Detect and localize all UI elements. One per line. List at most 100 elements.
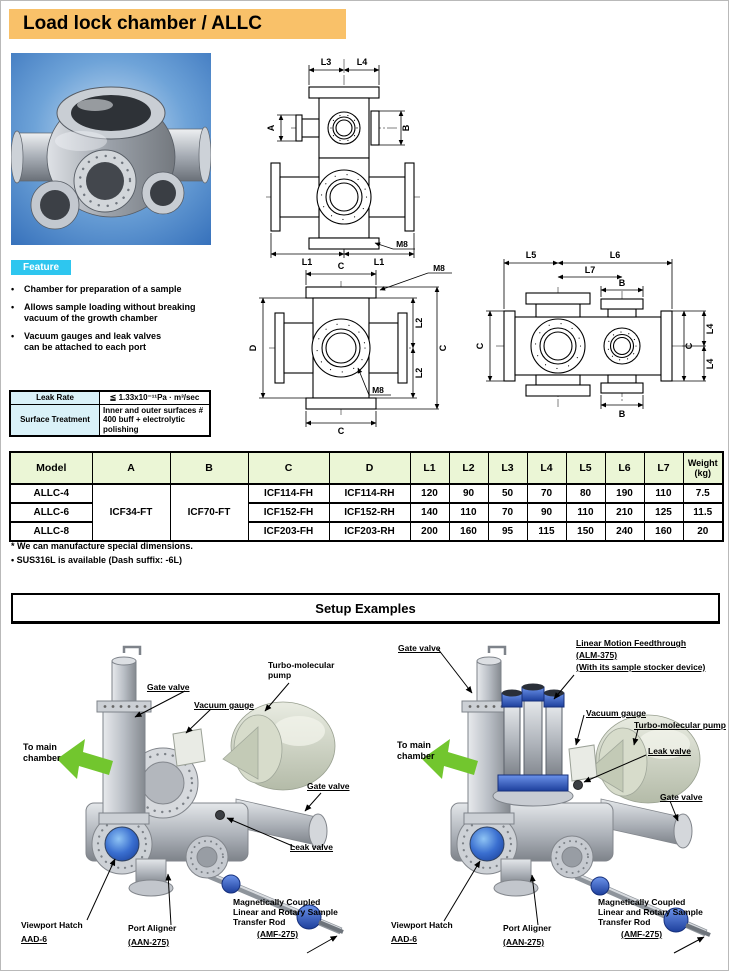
spec-header-cell: L4 [526, 451, 567, 485]
spec-header-cell: L3 [487, 451, 528, 485]
spec-cell: 110 [643, 483, 684, 504]
spec-header-cell: L6 [604, 451, 645, 485]
spec-cell: 50 [487, 483, 528, 504]
dim-label: C [438, 344, 448, 351]
gate-valve-arm-figure [600, 798, 693, 849]
spec-cell: 110 [565, 502, 606, 523]
linear-motion-feedthrough-figure [492, 683, 574, 807]
spec-cell: ICF203-FH [247, 521, 330, 542]
dim-label: L6 [610, 250, 621, 260]
callout-transfer-rod: Magnetically Coupled Linear and Rotary S… [233, 897, 338, 927]
dim-label: L4 [705, 359, 715, 370]
callout-port-aligner-model: (AAN-275) [503, 937, 545, 947]
spec-header-cell: Model [9, 451, 93, 485]
to-main-chamber-arrow [422, 739, 478, 779]
dim-label: L2 [414, 318, 424, 329]
gate-valve-arm-figure [235, 798, 328, 849]
spec-cell: ICF114-RH [328, 483, 411, 504]
callout-vacuum-gauge: Vacuum gauge [194, 700, 254, 710]
spec-header-row: Model A B C D L1 L2 L3 L4 L5 L6 L7 Weigh… [9, 451, 724, 485]
bolt-spec-label: M8 [372, 385, 384, 395]
front-view-body [266, 59, 422, 252]
bullet-icon: • [11, 284, 15, 294]
table-row: Leak Rate ≦ 1.33x10⁻¹¹Pa · m³/sec [9, 390, 211, 405]
callout-turbo-pump: Turbo-molecular pump [268, 660, 335, 680]
spec-cell: 115 [526, 521, 567, 542]
spec-header-cell: C [247, 451, 330, 485]
spec-header-cell: Weight (kg) [682, 451, 724, 485]
vacuum-gauge-figure [568, 744, 598, 782]
dim-label: B [619, 278, 626, 288]
callout-viewport-hatch-model: AAD-6 [21, 934, 47, 944]
dim-label: D [248, 344, 258, 351]
bullet-icon: • [11, 302, 15, 312]
plan-view-dimensions: C M8 D L2 L2 C C M8 [248, 261, 452, 436]
callout-leader-lines [86, 682, 338, 954]
callout-feedthrough: Linear Motion Feedthrough [576, 638, 687, 648]
spec-cell: ICF152-RH [328, 502, 411, 523]
callout-feedthrough-model: (ALM-375) [576, 650, 618, 660]
quick-spec-value: Inner and outer surfaces # 400 buff + el… [99, 403, 211, 437]
setup-illustration-right [422, 645, 711, 954]
dim-label: L4 [705, 324, 715, 335]
drawing-side-view: L5 L6 L7 B C C L4 L4 B [475, 250, 715, 419]
quick-specs-table: Leak Rate ≦ 1.33x10⁻¹¹Pa · m³/sec Surfac… [9, 390, 211, 437]
spec-cell: 140 [409, 502, 450, 523]
callout-viewport-hatch-model: AAD-6 [391, 934, 417, 944]
spec-cell: 20 [682, 521, 724, 542]
callout-leak-valve: Leak valve [290, 842, 334, 852]
page-title: Load lock chamber / ALLC [9, 9, 346, 39]
side-view-body [496, 287, 682, 407]
spec-cell-merged-b: ICF70-FT [169, 483, 249, 542]
dim-label: C [338, 261, 345, 271]
spec-cell: 70 [487, 502, 528, 523]
dim-label: A [266, 124, 276, 131]
quick-spec-label: Surface Treatment [9, 403, 100, 437]
feature-bullets: •Chamber for preparation of a sample •Al… [11, 284, 226, 353]
spec-header-cell: L1 [409, 451, 450, 485]
note-sus316l: • SUS316L is available (Dash suffix: -6L… [11, 555, 183, 565]
table-row: Surface Treatment Inner and outer surfac… [9, 403, 211, 437]
spec-header-cell: B [169, 451, 249, 485]
transfer-rod-figure [204, 870, 344, 935]
dim-label: C [338, 426, 345, 436]
table-row: ALLC-8 ICF203-FH ICF203-RH 200 160 95 11… [9, 521, 724, 542]
callout-port-aligner: Port Aligner [128, 923, 177, 933]
bolt-spec-label: M8 [433, 263, 445, 273]
callout-port-aligner-model: (AAN-275) [128, 937, 170, 947]
spec-cell: 160 [643, 521, 684, 542]
spec-cell: 11.5 [682, 502, 724, 523]
dim-label: L4 [357, 57, 368, 67]
spec-cell: 110 [448, 502, 489, 523]
gate-valve-tower-figure [461, 645, 517, 825]
callout-port-aligner: Port Aligner [503, 923, 552, 933]
note-special-dimensions: * We can manufacture special dimensions. [11, 541, 193, 551]
callout-viewport-hatch: Viewport Hatch [21, 920, 83, 930]
table-row: ALLC-4 ICF34-FT ICF70-FT ICF114-FH ICF11… [9, 483, 724, 542]
spec-cell: 240 [604, 521, 645, 542]
feature-heading: Feature [11, 260, 72, 275]
vacuum-gauge-figure [172, 728, 206, 767]
callout-transfer-rod-model: (AMF-275) [621, 929, 663, 939]
callout-to-main-chamber: To main chamber [397, 740, 435, 761]
setup-illustration-left [57, 645, 344, 954]
dim-label: C [684, 342, 694, 349]
spec-cell: 200 [409, 521, 450, 542]
transfer-rod-figure [574, 872, 711, 937]
spec-cell: 95 [487, 521, 528, 542]
spec-cell: 90 [448, 483, 489, 504]
callout-to-main-chamber: To main chamber [23, 742, 61, 763]
spec-cell: 125 [643, 502, 684, 523]
leak-valve-figure [573, 780, 583, 790]
quick-spec-value: ≦ 1.33x10⁻¹¹Pa · m³/sec [99, 390, 211, 405]
spec-header-cell: D [328, 451, 411, 485]
product-photo [11, 53, 211, 245]
gate-valve-tower-figure [96, 645, 152, 825]
dim-label: L1 [374, 257, 385, 266]
spec-cell: 70 [526, 483, 567, 504]
spec-cell: 120 [409, 483, 450, 504]
feature-bullet-text: Vacuum gauges and leak valves can be att… [24, 331, 162, 352]
callout-gate-valve: Gate valve [660, 792, 703, 802]
spec-cell-merged-a: ICF34-FT [91, 483, 171, 542]
